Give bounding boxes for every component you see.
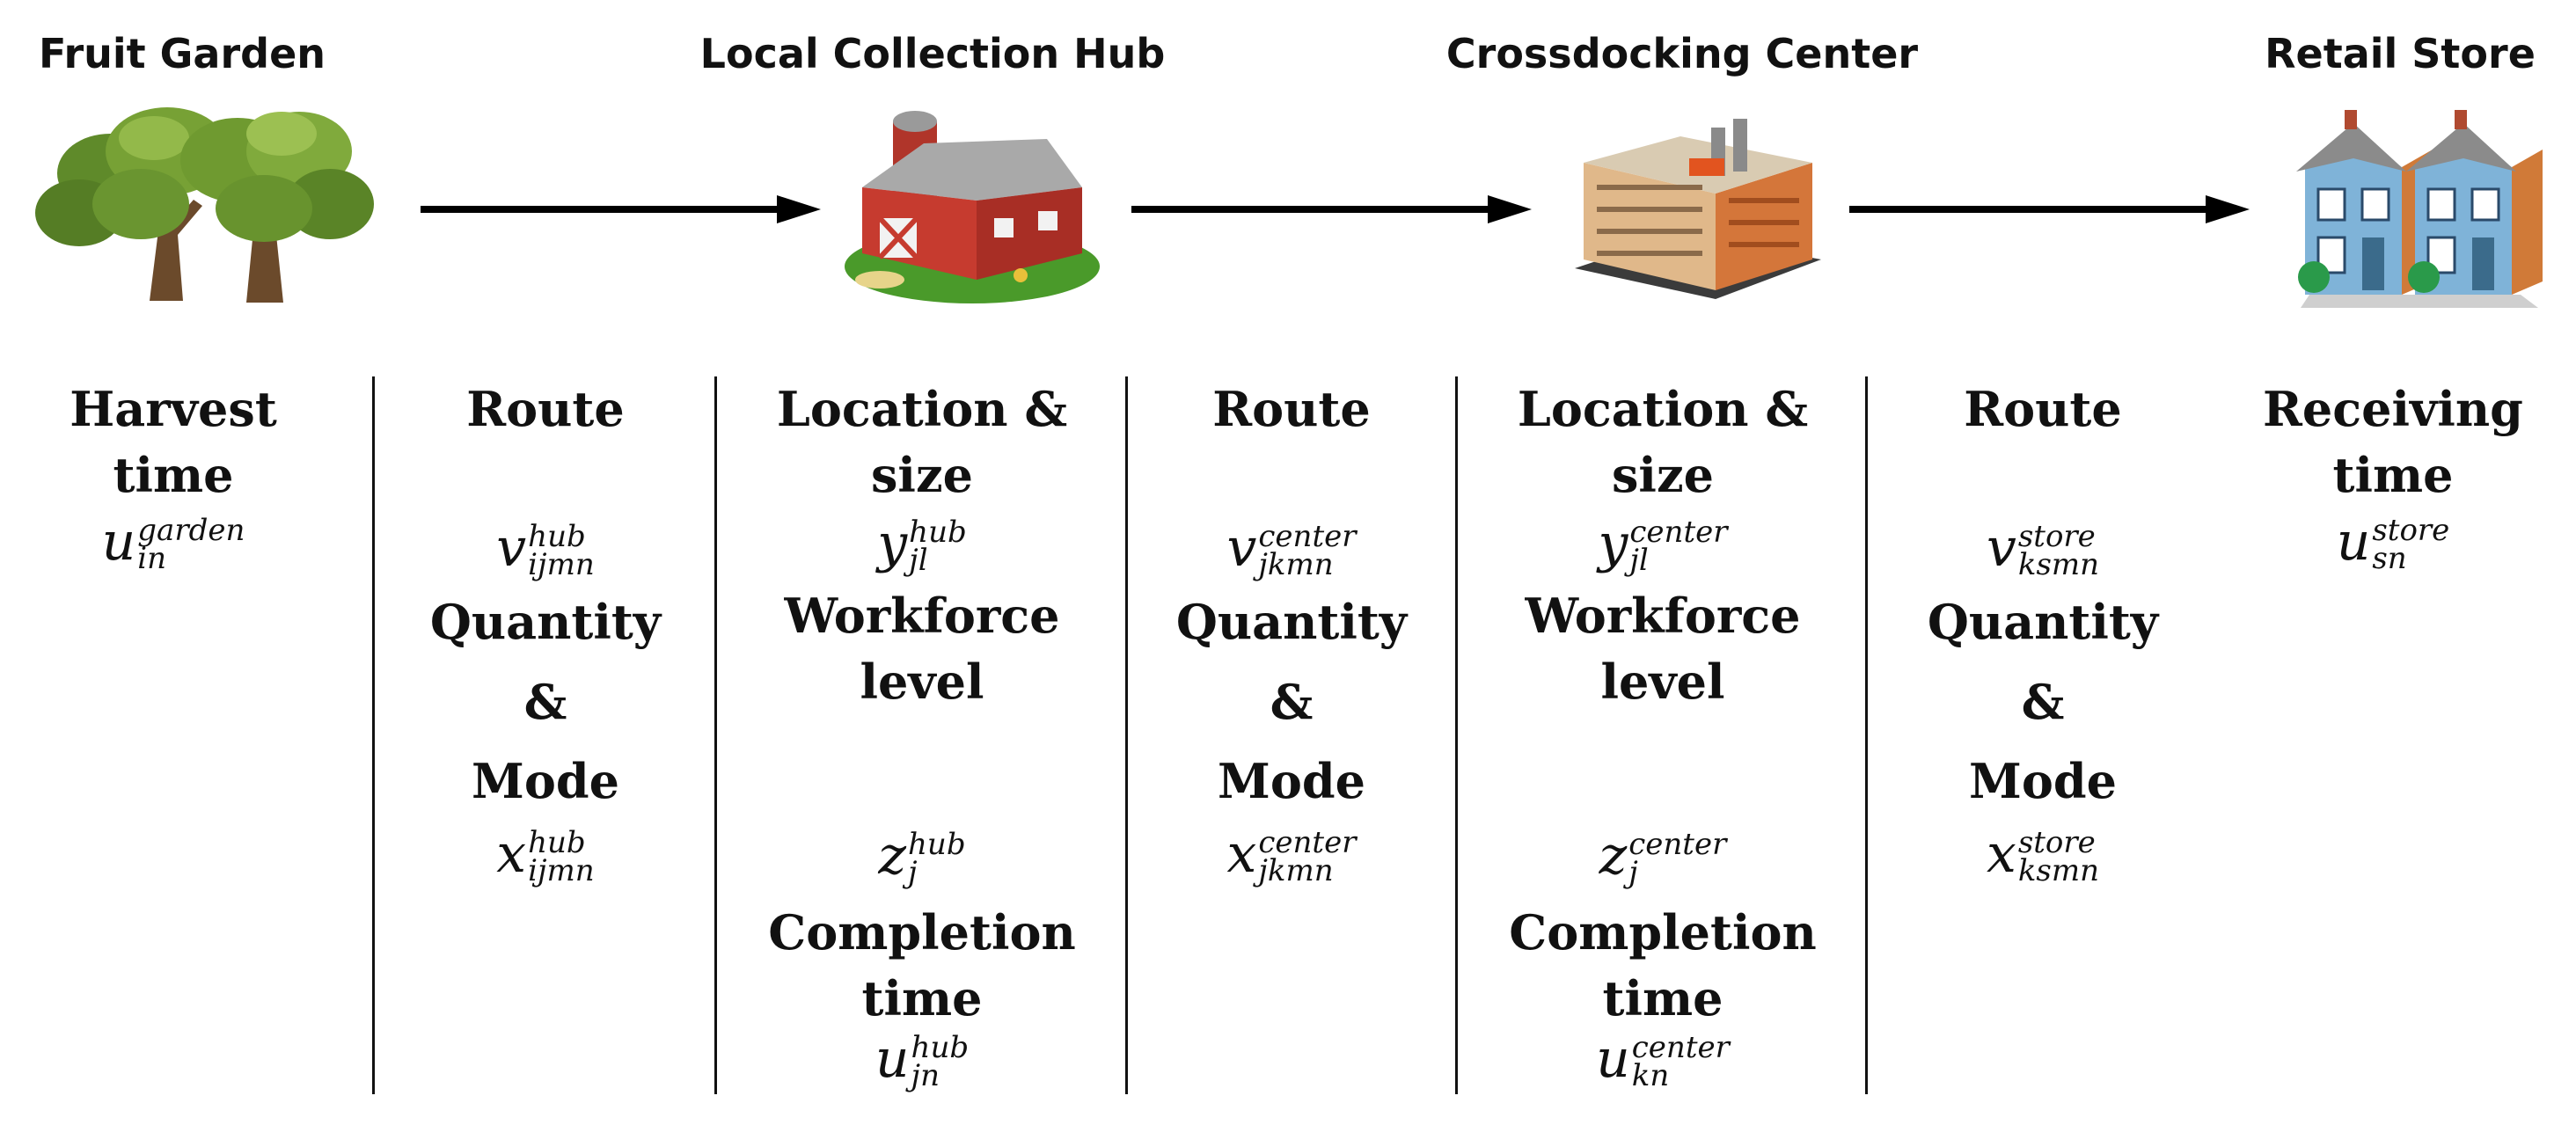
ampersand-label: & — [1270, 674, 1314, 730]
mode-label: Mode — [1969, 753, 2117, 809]
quantity-label: Quantity — [1927, 594, 2159, 650]
column-divider — [372, 376, 375, 1094]
mode-label: Mode — [1218, 753, 1365, 809]
completion-time-label: Completion time — [768, 904, 1076, 1026]
column-divider — [1125, 376, 1128, 1094]
quantity-label: Quantity — [429, 594, 662, 650]
tree-right — [180, 112, 374, 303]
quantity-label: Quantity — [1175, 594, 1408, 650]
flow-arrow-2 — [1131, 195, 1532, 223]
receiving-time-label: Receiving time — [2263, 381, 2523, 503]
flow-arrow-3 — [1849, 195, 2250, 223]
completion-time-label: Completion time — [1509, 904, 1817, 1026]
column-divider — [1455, 376, 1458, 1094]
workforce-level-label: Workforce level — [1525, 588, 1801, 710]
column-divider — [714, 376, 717, 1094]
stage-title-retail-store: Retail Store — [2265, 30, 2536, 77]
column-divider — [1865, 376, 1868, 1094]
mode-label: Mode — [472, 753, 619, 809]
route-label: Route — [1964, 381, 2122, 437]
stage-title-fruit-garden: Fruit Garden — [38, 30, 326, 77]
workforce-level-label: Workforce level — [784, 588, 1060, 710]
barn-icon — [845, 111, 1100, 303]
ampersand-label: & — [2021, 674, 2065, 730]
stage-title-local-collection-hub: Local Collection Hub — [699, 30, 1166, 77]
houses-icon — [2296, 110, 2543, 308]
location-size-label: Location & size — [776, 381, 1068, 503]
factory-icon — [1575, 119, 1821, 299]
flow-arrow-1 — [421, 195, 821, 223]
route-label: Route — [466, 381, 625, 437]
stage-title-crossdocking-center: Crossdocking Center — [1445, 30, 1919, 77]
harvest-time-label: Harvest time — [70, 381, 277, 503]
route-label: Route — [1212, 381, 1371, 437]
ampersand-label: & — [523, 674, 567, 730]
location-size-label: Location & size — [1517, 381, 1809, 503]
trees-icon — [35, 107, 374, 303]
